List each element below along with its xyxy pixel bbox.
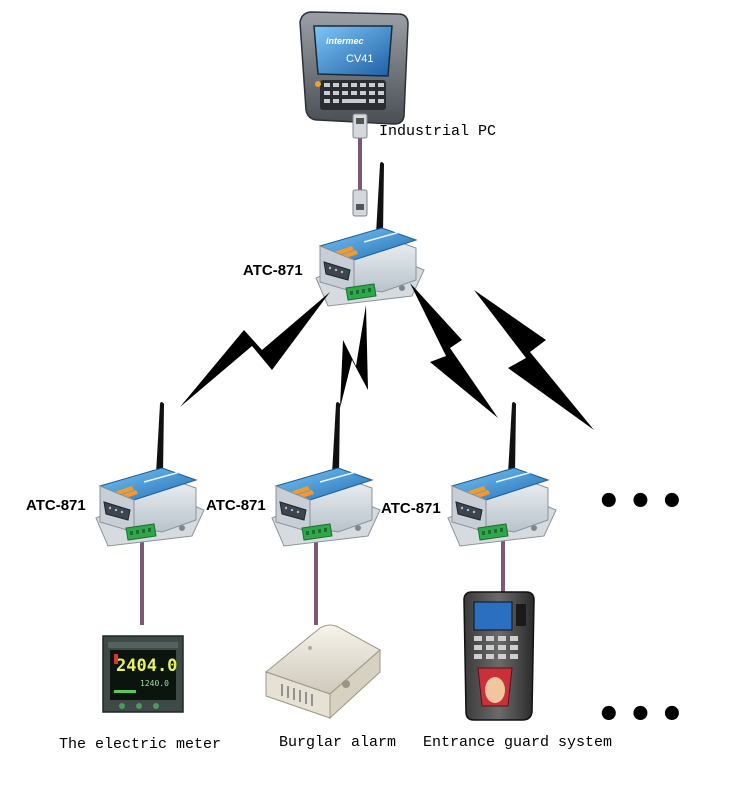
pc-brand-text: intermec	[326, 36, 364, 46]
industrial-pc-label: Industrial PC	[379, 123, 497, 140]
pc-model-text: CV41	[346, 53, 374, 65]
atc-871-top-device	[315, 161, 425, 307]
wireless-bolt-3	[410, 283, 498, 418]
entrance-guard-device	[463, 591, 535, 721]
atc-871-label-2: ATC-871	[206, 497, 266, 514]
industrial-pc-device: intermec CV41	[299, 11, 409, 139]
more-servers-ellipsis: •••	[596, 479, 691, 525]
wireless-bolt-2	[340, 305, 368, 408]
entrance-guard-label: Entrance guard system	[423, 734, 613, 751]
atc-871-device-2	[271, 401, 381, 547]
atc-871-top-label: ATC-871	[243, 262, 303, 279]
atc-871-device-1	[95, 401, 205, 547]
cable-lines	[140, 138, 505, 625]
server-cable-connector	[352, 189, 368, 217]
electric-meter-device: 2404.0 1240.0	[102, 635, 184, 713]
wireless-bolt-1	[180, 292, 330, 407]
atc-871-device-3	[447, 401, 557, 547]
wireless-links	[180, 283, 594, 430]
meter-sub-text: 1240.0	[140, 679, 169, 688]
atc-871-label-1: ATC-871	[26, 497, 86, 514]
burglar-alarm-label: Burglar alarm	[279, 734, 397, 751]
burglar-alarm-device	[264, 624, 381, 720]
meter-reading-text: 2404.0	[116, 656, 177, 676]
wireless-bolt-4	[474, 290, 594, 430]
electric-meter-label: The electric meter	[59, 736, 222, 753]
atc-871-label-3: ATC-871	[381, 500, 441, 517]
more-devices-ellipsis: •••	[596, 692, 691, 738]
